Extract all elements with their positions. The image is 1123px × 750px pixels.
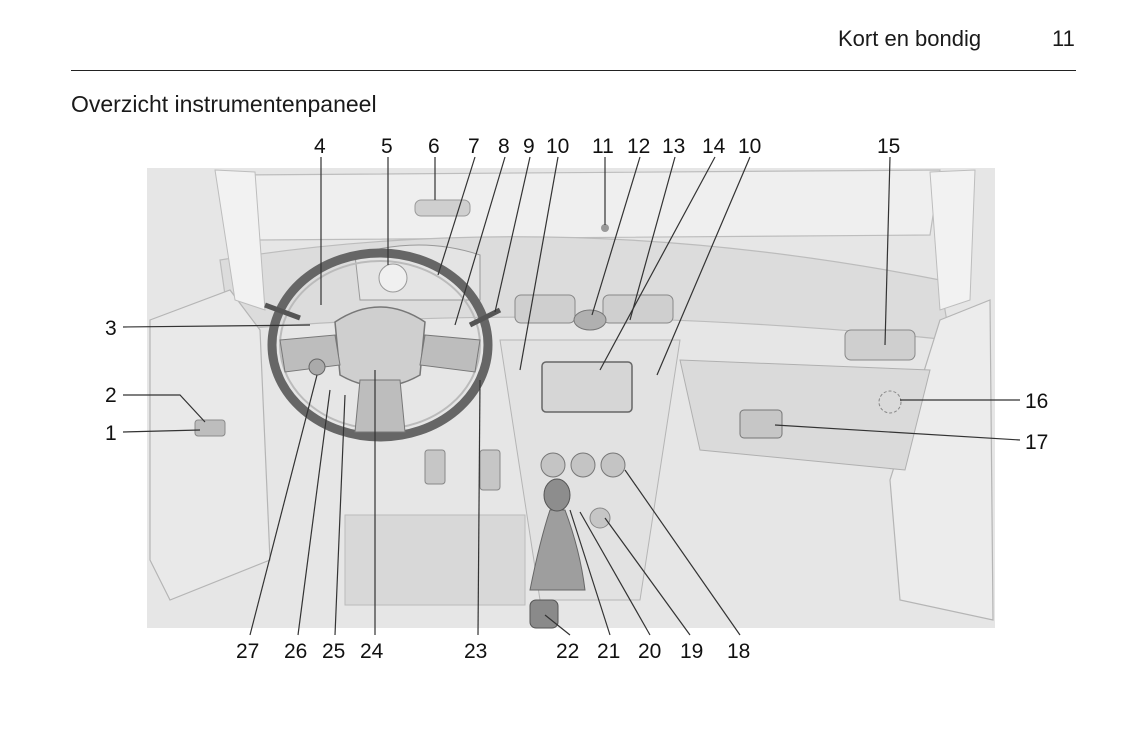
leader-lines <box>122 156 1021 636</box>
callout-16: 16 <box>1025 390 1048 413</box>
callout-1: 1 <box>105 422 117 445</box>
leader-line-15 <box>884 156 891 346</box>
leader-line-8 <box>454 156 506 326</box>
speedometer-icon <box>378 263 408 293</box>
floor-mat-icon <box>344 514 526 606</box>
leader-line-17 <box>774 424 1021 441</box>
left-door-icon <box>149 289 271 601</box>
pedal-right-icon <box>479 449 501 491</box>
callout-24: 24 <box>360 640 384 663</box>
glovebox-handle-icon <box>739 409 783 439</box>
steering-airbag-icon <box>334 306 426 388</box>
leader-line-14 <box>599 156 716 371</box>
light-sensor-icon <box>601 224 609 232</box>
callout-10a: 10 <box>546 135 569 158</box>
callout-17: 17 <box>1025 431 1048 454</box>
rearview-mirror-icon <box>414 199 471 217</box>
leader-line-1 <box>122 429 201 433</box>
leader-line-21 <box>569 509 611 636</box>
callout-14: 14 <box>702 135 726 158</box>
hazard-button-icon <box>573 309 607 331</box>
callout-labels: 1 2 3 4 5 6 7 8 9 10 11 12 13 14 10 15 1… <box>105 135 1048 663</box>
callout-8: 8 <box>498 135 510 158</box>
wiper-stalk-icon <box>468 307 502 328</box>
callout-11: 11 <box>592 135 614 158</box>
leader-line-22 <box>544 614 571 636</box>
leader-line-9 <box>494 156 531 313</box>
leader-line-12 <box>591 156 641 316</box>
right-pillar-icon <box>929 169 976 311</box>
leader-line-7 <box>437 156 476 276</box>
callout-7: 7 <box>468 135 480 158</box>
climate-knob-right-icon <box>600 452 626 478</box>
callout-13: 13 <box>662 135 685 158</box>
callout-18: 18 <box>727 640 750 663</box>
leader-line-20 <box>579 511 651 636</box>
air-vent-passenger-icon <box>844 329 916 361</box>
page-number: 11 <box>1052 26 1075 51</box>
airbag-switch-icon <box>878 390 902 414</box>
leader-line-3 <box>122 324 311 328</box>
header-divider <box>71 70 1076 71</box>
leader-line-26 <box>297 389 331 636</box>
callout-3: 3 <box>105 317 117 340</box>
callout-27: 27 <box>236 640 259 663</box>
infotainment-screen-icon <box>541 361 633 413</box>
power-outlet-icon <box>589 507 611 529</box>
left-pillar-icon <box>214 169 266 311</box>
callout-19: 19 <box>680 640 703 663</box>
callout-21: 21 <box>597 640 620 663</box>
callout-25: 25 <box>322 640 345 663</box>
leader-line-2 <box>123 394 206 423</box>
section-title: Overzicht instrumentenpaneel <box>71 91 377 117</box>
callout-4: 4 <box>314 135 326 158</box>
callout-20: 20 <box>638 640 661 663</box>
steering-spoke-left-icon <box>279 334 341 373</box>
leader-line-27 <box>249 374 318 636</box>
climate-knob-left-icon <box>540 452 566 478</box>
leader-line-25 <box>334 394 346 636</box>
callout-22: 22 <box>556 640 579 663</box>
callout-26: 26 <box>284 640 307 663</box>
callout-9: 9 <box>523 135 535 158</box>
pedal-left-icon <box>424 449 446 485</box>
callout-5: 5 <box>381 135 393 158</box>
air-vent-left-icon <box>514 294 576 324</box>
climate-knob-center-icon <box>570 452 596 478</box>
air-vent-right-icon <box>602 294 674 324</box>
glovebox-icon <box>679 359 931 471</box>
leader-line-13 <box>629 156 676 321</box>
gear-boot-icon <box>529 509 586 591</box>
leader-line-10a <box>519 156 559 371</box>
callout-23: 23 <box>464 640 487 663</box>
steering-wheel-icon <box>267 248 493 442</box>
callout-2: 2 <box>105 384 117 407</box>
callout-6: 6 <box>428 135 440 158</box>
callout-12: 12 <box>627 135 650 158</box>
steering-spoke-right-icon <box>419 334 481 373</box>
indicator-stalk-icon <box>264 302 301 321</box>
callout-10b: 10 <box>738 135 761 158</box>
leader-line-10b <box>656 156 751 376</box>
leader-line-18 <box>624 469 741 636</box>
handbrake-icon <box>529 599 559 629</box>
window-switch-icon <box>194 419 226 437</box>
windshield-icon <box>239 169 941 241</box>
leader-line-19 <box>604 517 691 636</box>
gear-knob-icon <box>543 478 571 512</box>
leader-line-23 <box>477 379 481 636</box>
steering-spoke-bottom-icon <box>354 379 406 433</box>
callout-15: 15 <box>877 135 900 158</box>
header-title: Kort en bondig <box>838 26 982 51</box>
ignition-icon <box>308 358 326 376</box>
